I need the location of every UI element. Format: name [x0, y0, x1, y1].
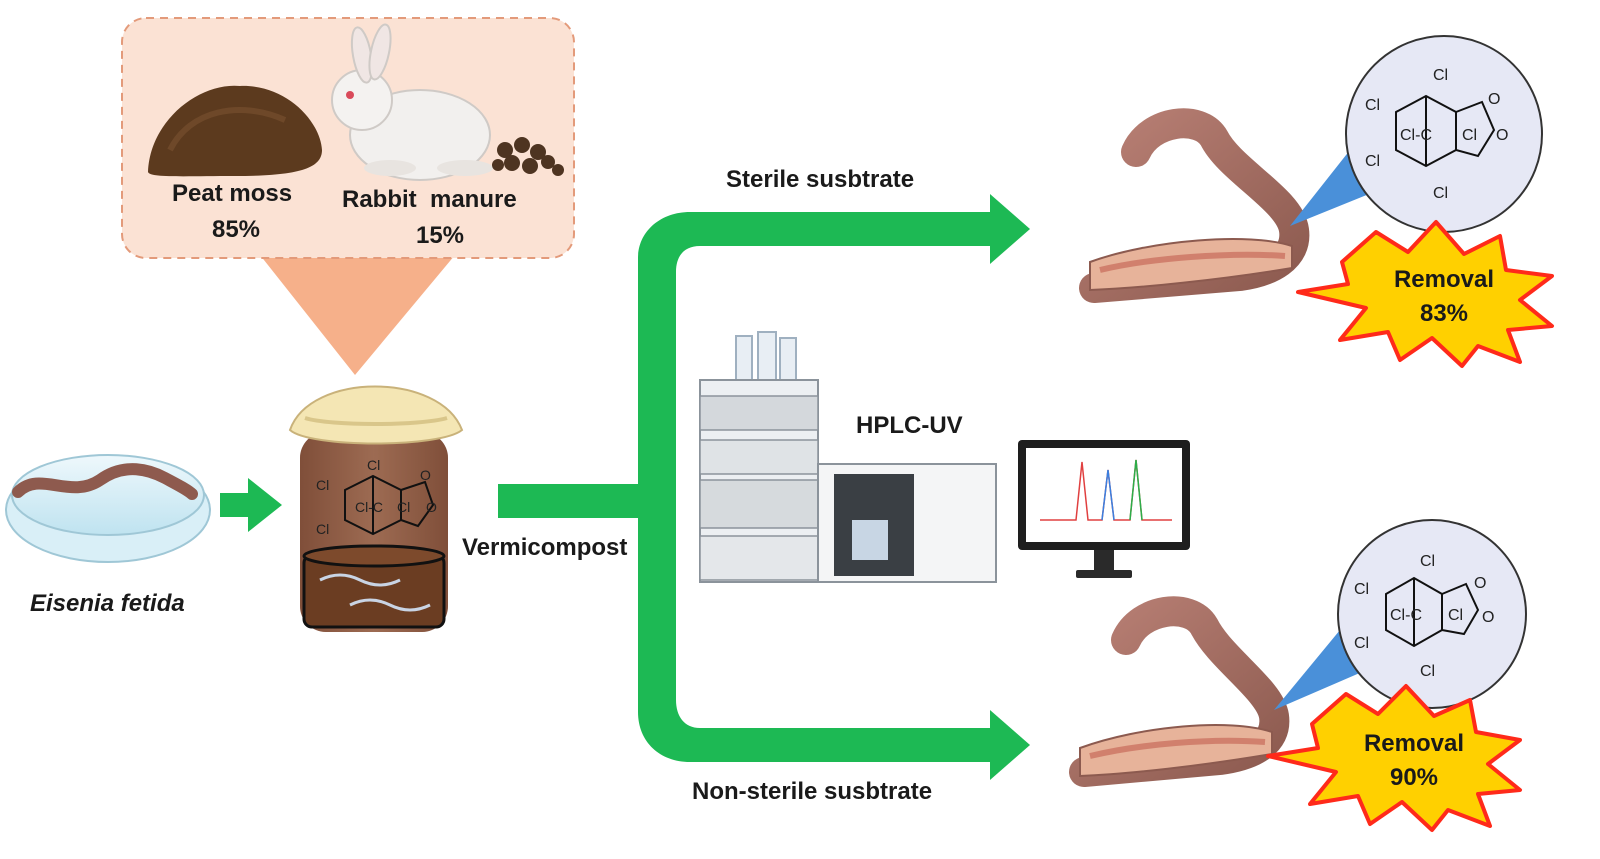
- removal-nonsterile-value: 90%: [1389, 764, 1439, 791]
- molecule-nonsterile-circle: [1337, 519, 1527, 709]
- organism-label: Eisenia fetida: [30, 590, 185, 617]
- hplc-instrument-image: [699, 331, 997, 583]
- molecule-nonsterile-bridge: Cl-C: [1390, 607, 1422, 624]
- peat-moss-percent: 85%: [211, 216, 261, 243]
- jar-molecule-cl-top: Cl: [367, 457, 380, 473]
- manure-pellets-image: [492, 137, 564, 176]
- molecule-sterile-o-ring: O: [1496, 127, 1508, 144]
- peat-moss-label: Peat moss: [172, 180, 293, 207]
- molecule-sterile-cl-left-bottom: Cl: [1365, 153, 1380, 170]
- removal-sterile-label: Removal: [1393, 266, 1495, 293]
- worm-sterile-image: [1079, 108, 1310, 303]
- molecule-sterile-cl-left-top: Cl: [1365, 97, 1380, 114]
- removal-nonsterile-label: Removal: [1363, 730, 1465, 757]
- removal-sterile-value: 83%: [1419, 300, 1469, 327]
- peat-moss-image: [148, 85, 322, 177]
- callout-funnel: [260, 255, 455, 375]
- jar-molecule-structure: [344, 474, 435, 536]
- callout-box: [121, 17, 575, 259]
- molecule-sterile-circle: [1345, 35, 1543, 233]
- molecule-nonsterile-cl-left-top: Cl: [1354, 581, 1369, 598]
- burst-nonsterile: [1266, 684, 1522, 832]
- molecule-nonsterile-cl-bottom: Cl: [1420, 663, 1435, 680]
- jar-molecule-cl-right: Cl: [397, 499, 410, 515]
- burst-sterile: [1296, 220, 1554, 368]
- jar-molecule-o-ring: O: [426, 499, 437, 515]
- molecule-nonsterile-cl-right: Cl: [1448, 607, 1463, 624]
- molecule-sterile-cl-right: Cl: [1462, 127, 1477, 144]
- computer-monitor-image: [1018, 440, 1190, 578]
- vermicompost-label: Vermicompost: [462, 534, 628, 561]
- pointer-nonsterile: [1274, 630, 1362, 710]
- sterile-substrate-label: Sterile susbtrate: [726, 166, 915, 193]
- jar-molecule-cl-left-top: Cl: [316, 477, 329, 493]
- arrow-petri-to-jar: [220, 478, 282, 532]
- molecule-sterile-cl-top: Cl: [1433, 67, 1448, 84]
- jar-molecule-cl-left-bottom: Cl: [316, 521, 329, 537]
- rabbit-manure-label: Rabbit manure: [342, 186, 517, 213]
- molecule-nonsterile-o-ring: O: [1482, 609, 1494, 626]
- molecule-nonsterile-o-top: O: [1474, 575, 1486, 592]
- jar-molecule-o-top: O: [420, 467, 431, 483]
- arrow-head-bottom: [990, 710, 1030, 780]
- substrate-callout: [121, 17, 575, 375]
- worm-nonsterile-image: [1069, 596, 1290, 787]
- branching-arrow: [498, 194, 1030, 780]
- arrow-head-top: [990, 194, 1030, 264]
- molecule-sterile-bridge: Cl-C: [1400, 127, 1432, 144]
- molecule-nonsterile-cl-left-bottom: Cl: [1354, 635, 1369, 652]
- molecule-sterile-cl-bottom: Cl: [1433, 185, 1448, 202]
- petri-dish-image: [5, 454, 211, 563]
- molecule-nonsterile-cl-top: Cl: [1420, 553, 1435, 570]
- molecule-sterile-o-top: O: [1488, 91, 1500, 108]
- rabbit-manure-percent: 15%: [415, 222, 465, 249]
- jar-molecule-bridge: Cl-C: [355, 499, 383, 515]
- hplc-uv-label: HPLC-UV: [856, 412, 963, 439]
- nonsterile-substrate-label: Non-sterile susbtrate: [692, 778, 933, 805]
- rabbit-image: [331, 23, 493, 181]
